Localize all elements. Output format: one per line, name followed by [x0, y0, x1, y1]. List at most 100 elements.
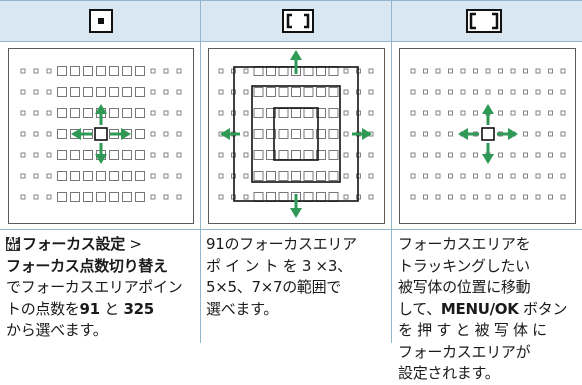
focus-point — [291, 171, 301, 181]
focus-point — [70, 171, 80, 181]
description-line: 5×5、7×7の範囲で — [206, 278, 342, 296]
value-91: 91 — [79, 299, 101, 318]
focus-point — [135, 87, 145, 97]
focus-point — [473, 194, 478, 200]
focus-point — [20, 194, 26, 200]
focus-point — [435, 68, 441, 74]
tracking-diagram — [399, 48, 576, 224]
arrow-head — [220, 128, 230, 140]
focus-point — [150, 152, 156, 158]
focus-point — [510, 152, 516, 158]
focus-point — [510, 194, 516, 200]
focus-point — [70, 150, 80, 160]
focus-point — [460, 110, 466, 116]
focus-point — [176, 110, 182, 116]
focus-point — [535, 173, 541, 179]
focus-point — [510, 110, 516, 116]
focus-point — [303, 171, 314, 181]
focus-point — [460, 173, 466, 179]
focus-point — [328, 129, 339, 139]
focus-point — [343, 89, 349, 95]
focus-point — [316, 192, 326, 202]
focus-point — [109, 66, 119, 76]
focus-point — [96, 192, 106, 202]
focus-point — [135, 108, 145, 118]
description-line: して、 — [398, 299, 441, 318]
focus-point — [368, 173, 374, 179]
focus-point — [218, 173, 224, 179]
focus-point — [150, 110, 156, 116]
focus-point — [328, 171, 339, 181]
table-header-row — [0, 0, 582, 42]
description-line: 被写体の位置に移動 — [398, 278, 531, 296]
focus-point — [33, 89, 39, 95]
focus-point — [243, 152, 249, 158]
focus-point — [122, 87, 132, 97]
focus-point — [20, 89, 26, 95]
focus-point — [20, 152, 26, 158]
menu-path-focus-settings: フォーカス設定 — [22, 235, 125, 253]
focus-point — [303, 150, 314, 160]
focus-point — [423, 152, 428, 158]
focus-point — [535, 152, 541, 158]
description-line: 設定されます。 — [398, 364, 500, 382]
focus-point — [83, 171, 93, 181]
focus-point — [70, 66, 80, 76]
focus-point — [560, 89, 566, 95]
description-line: 選べます。 — [206, 299, 279, 318]
focus-point — [510, 68, 516, 74]
focus-point — [498, 68, 503, 74]
focus-point — [560, 68, 566, 74]
focus-point — [122, 66, 132, 76]
focus-point — [303, 66, 314, 76]
focus-point — [218, 194, 224, 200]
focus-point — [33, 194, 39, 200]
af-mf-menu-icon: AF MF — [6, 236, 20, 252]
focus-point — [448, 68, 453, 74]
focus-point — [523, 131, 528, 137]
focus-point — [303, 108, 314, 118]
focus-point — [423, 131, 428, 137]
arrow-head — [121, 128, 131, 140]
arrow-head — [482, 104, 494, 114]
focus-point — [20, 110, 26, 116]
focus-point — [343, 68, 349, 74]
focus-point — [498, 173, 503, 179]
focus-point — [83, 66, 93, 76]
wide-tracking-af-icon — [466, 9, 502, 33]
focus-point — [535, 194, 541, 200]
focus-point — [109, 87, 119, 97]
focus-point — [303, 87, 314, 97]
focus-point — [343, 110, 349, 116]
focus-point — [328, 66, 339, 76]
focus-point — [343, 131, 349, 137]
focus-point — [176, 194, 182, 200]
focus-point — [109, 108, 119, 118]
focus-point — [435, 131, 441, 137]
focus-point — [122, 192, 132, 202]
focus-point — [410, 89, 416, 95]
focus-point — [523, 194, 528, 200]
focus-point — [243, 89, 249, 95]
focus-point — [278, 150, 289, 160]
focus-point — [510, 173, 516, 179]
focus-point — [46, 89, 52, 95]
arrow-head — [71, 128, 81, 140]
focus-point — [243, 110, 249, 116]
focus-point — [20, 68, 26, 74]
focus-point — [33, 152, 39, 158]
focus-point — [253, 108, 264, 118]
focus-point — [560, 110, 566, 116]
focus-point — [473, 89, 478, 95]
focus-point — [535, 89, 541, 95]
focus-point — [343, 173, 349, 179]
header-icons — [89, 9, 502, 33]
focus-point — [83, 87, 93, 97]
focus-point — [485, 194, 491, 200]
focus-point — [243, 173, 249, 179]
focus-point — [316, 87, 326, 97]
description-text: でフォーカスエリアポイントの点数を — [6, 278, 183, 318]
focus-point — [560, 131, 566, 137]
focus-point — [33, 131, 39, 137]
